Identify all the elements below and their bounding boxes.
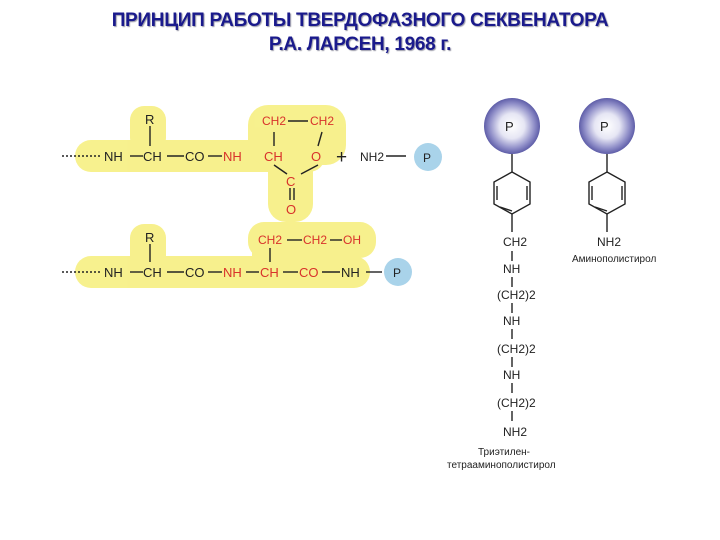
ring-carbon: C [286,174,295,189]
polymer-left-caption-1: тетрааминополистирол [447,460,556,471]
bonds-top [62,120,406,200]
polymer-left-chain-3: NH [503,314,520,328]
support-bead-bottom [384,258,412,286]
ring-ch2-left: CH2 [262,114,286,128]
side-chain-0: CH2 [258,233,282,247]
chain-bottom-1: CH [143,265,162,280]
polymer-right-caption: Аминополистирол [572,254,656,265]
chain-bottom-5: CO [299,265,319,280]
polymer-left-chain-2: (CH2)2 [497,288,536,302]
side-group-r-top: R [145,112,154,127]
polymer-bead-left [484,98,540,154]
scheme-top: R NH CH CO NH CH CH2 CH2 O C O + NH2 P [62,105,442,222]
support-label-top: P [423,151,431,165]
polymer-left-chain-7: NH2 [503,425,527,439]
side-chain-2: OH [343,233,361,247]
title-line-1: ПРИНЦИП РАБОТЫ ТВЕРДОФАЗНОГО СЕКВЕНАТОРА [111,10,609,31]
polymer-left-chain-1: NH [503,262,520,276]
chain-bottom-2: CO [185,265,205,280]
chain-top-2: CO [185,149,205,164]
ring-ch2-right: CH2 [310,114,334,128]
polymer-left-chain-4: (CH2)2 [497,342,536,356]
bonds-bottom [62,239,382,273]
side-chain-1: CH2 [303,233,327,247]
polymer-right: P NH2 Аминополистирол [572,98,656,265]
scheme-bottom: R NH CH CO NH CH CO NH CH2 CH2 OH P [62,222,412,288]
chain-bottom-0: NH [104,265,123,280]
support-label-bottom: P [393,266,401,280]
chain-top-0: NH [104,149,123,164]
polymer-bead-left-label: P [505,119,514,134]
polymer-bead-right-label: P [600,119,609,134]
benzene-ring-right [588,154,626,232]
highlight-bottom [75,222,376,288]
title-line-2: Р.А. ЛАРСЕН, 1968 г. [268,34,452,55]
plus-sign: + [336,147,347,168]
chain-top-1: CH [143,149,162,164]
side-group-r-bottom: R [145,230,154,245]
chain-bottom-3: NH [223,265,242,280]
polymer-left-chain-6: (CH2)2 [497,396,536,410]
chain-bottom-6: NH [341,265,360,280]
support-bead-top [414,143,442,171]
chain-bottom-4: CH [260,265,279,280]
polymer-left-caption-0: Триэтилен- [478,447,530,458]
polymer-left-chain-0: CH2 [503,235,527,249]
benzene-ring-left [493,154,531,421]
chain-top-4: CH [264,149,283,164]
polymer-left: P CH2 NH (CH2)2 NH (CH2)2 NH (CH2)2 NH2 … [447,98,556,471]
polymer-right-group: NH2 [597,235,621,249]
chain-top-3: NH [223,149,242,164]
polymer-bead-right [579,98,635,154]
amine-top: NH2 [360,150,384,164]
carbonyl-oxygen: O [286,202,296,217]
polymer-left-chain-5: NH [503,368,520,382]
ring-oxygen: O [311,149,321,164]
